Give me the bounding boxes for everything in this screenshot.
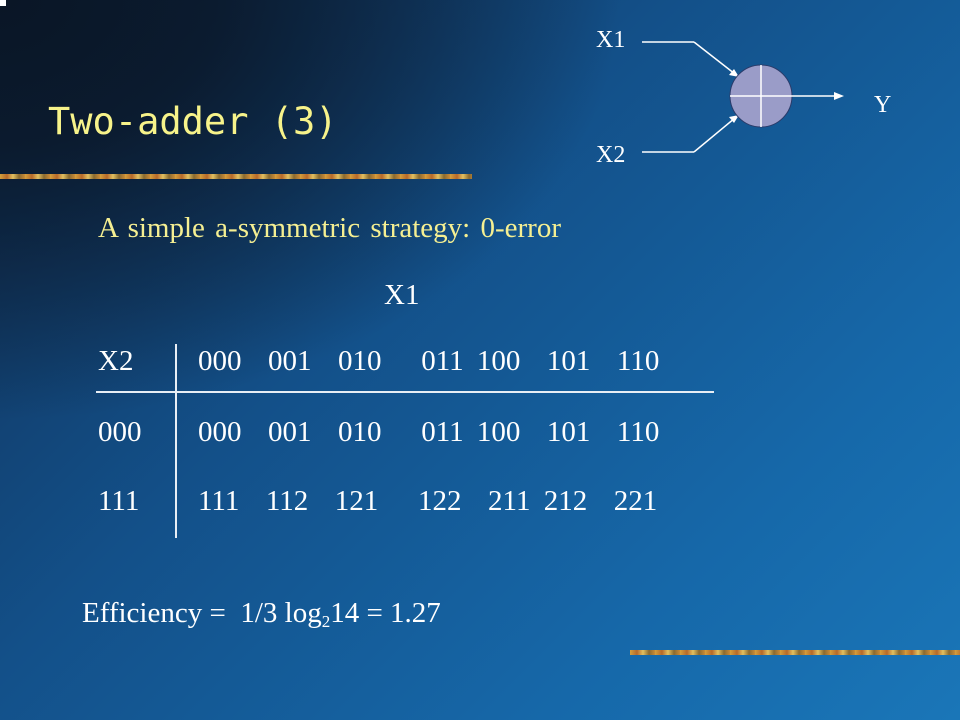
decorative-band-top — [0, 174, 472, 179]
corner-mark — [0, 0, 6, 6]
input2-arrowhead — [729, 115, 739, 123]
slide-title: Two-adder (3) — [48, 100, 338, 143]
table-row-label: 000 — [98, 416, 142, 448]
efficiency-formula: Efficiency = 1/3 log214 = 1.27 — [82, 597, 441, 632]
input1-arrowhead — [729, 69, 739, 77]
efficiency-log-base: 2 — [321, 612, 331, 631]
diagram-input1-label: X1 — [596, 27, 626, 53]
diagram-output-label: Y — [874, 92, 892, 118]
table-row-values: 111 112 121 122 211 212 221 — [198, 485, 658, 517]
input2-arrow-line — [693, 117, 736, 153]
output-arrowhead — [834, 92, 844, 100]
table-row-label: 111 — [98, 485, 140, 517]
table-row-values: 000 001 010 011 100 101 110 — [198, 416, 660, 448]
efficiency-prefix: Efficiency = 1/3 log — [82, 597, 322, 629]
efficiency-suffix: 14 = 1.27 — [330, 597, 441, 629]
diagram-input2-label: X2 — [596, 142, 626, 168]
input1-arrow-line — [693, 41, 736, 75]
table-row-header: X2 — [98, 345, 134, 377]
table-vertical-rule — [175, 344, 177, 538]
adder-diagram — [642, 41, 844, 153]
table-header-values: 000 001 010 011 100 101 110 — [198, 345, 660, 377]
table-horizontal-rule — [96, 391, 714, 393]
decorative-band-bottom — [630, 650, 960, 655]
strategy-subtitle: A simple a-symmetric strategy: 0-error — [98, 212, 561, 244]
table-col-header: X1 — [384, 279, 420, 311]
